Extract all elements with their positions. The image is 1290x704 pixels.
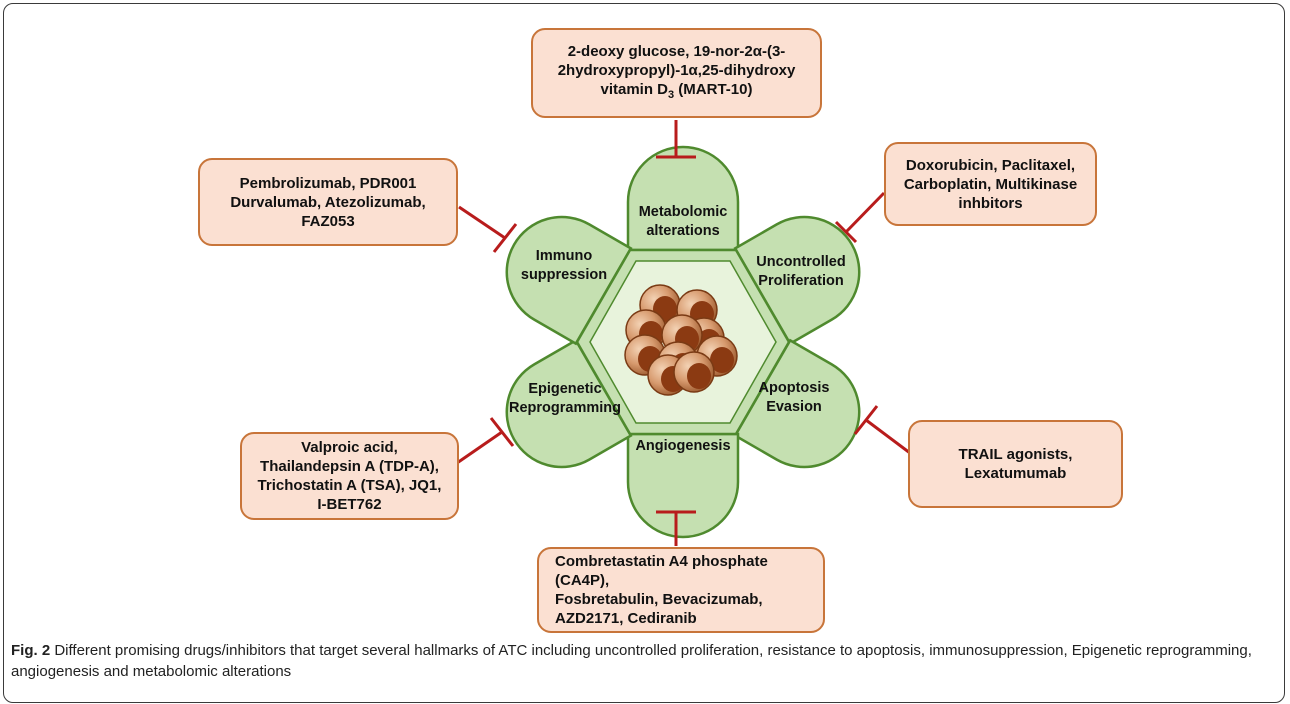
tumor-cell-cluster [624,284,738,396]
inhibitor-angiogenesis [656,510,696,546]
petal-immuno [505,215,633,346]
petal-apoptosis [733,338,861,469]
drug-line: Doxorubicin, Paclitaxel, [905,156,1076,174]
drug-line: Trichostatin A (TSA), JQ1, [257,477,442,494]
drug-line: Fosbretabulin, Bevacizumab, [555,591,763,608]
drug-line-text: vitamin D [600,80,669,98]
inhibitor-epigenetic [456,417,515,465]
inhibitor-metabolomic [656,120,696,159]
subscript: 3 [668,88,675,101]
drug-box-epigenetic: Valproic acid, Thailandepsin A (TDP-A), … [240,432,459,520]
drug-line: Thailandepsin A (TDP-A), [260,458,439,475]
drug-line: Valproic acid, [301,439,398,456]
drug-line: I-BET762 [317,496,382,513]
figure-frame [3,3,1285,703]
caption-text: Different promising drugs/inhibitors tha… [11,642,1252,680]
label-immuno-2: suppression [521,267,607,283]
drug-line: Lexatumumab [964,465,1067,482]
petal-metabolomic [626,145,740,252]
drug-line: AZD2171, Cediranib [555,610,697,627]
drug-line: FAZ053 [301,212,355,230]
drug-line: 2hydroxypropyl)-1α,25-dihydroxy [557,61,796,79]
drug-line-text: (MART-10) [674,80,753,98]
label-proliferation-1: Uncontrolled [756,254,845,270]
label-epigenetic-2: Reprogramming [509,400,621,416]
figure-caption: Fig. 2 Different promising drugs/inhibit… [11,640,1271,682]
drug-box-angiogenesis: Combretastatin A4 phosphate (CA4P), Fosb… [537,547,825,633]
petal-proliferation [733,215,861,346]
label-metabolomic-2: alterations [646,223,719,239]
label-epigenetic-1: Epigenetic [528,381,601,397]
label-metabolomic-1: Metabolomic [639,204,728,220]
drug-line: TRAIL agonists, [958,446,1073,463]
drug-line: inhbitors [958,194,1023,212]
petal-epigenetic [505,338,633,469]
drug-box-immuno: Pembrolizumab, PDR001 Durvalumab, Atezol… [198,158,458,246]
label-apoptosis-2: Evasion [766,399,822,415]
petal-angiogenesis [626,432,740,539]
drug-box-proliferation: Doxorubicin, Paclitaxel, Carboplatin, Mu… [884,142,1097,226]
inhibitor-apoptosis [853,405,911,455]
drug-line: Pembrolizumab, PDR001 [239,174,417,192]
drug-line: 2-deoxy glucose, 19-nor-2α-(3- [567,42,786,60]
inhibitor-proliferation [834,191,886,244]
label-apoptosis-1: Apoptosis [759,380,830,396]
inhibitor-immuno [458,205,518,253]
drug-box-metabolomic: 2-deoxy glucose, 19-nor-2α-(3- 2hydroxyp… [531,28,822,118]
caption-label: Fig. 2 [11,642,51,659]
drug-line: Carboplatin, Multikinase [903,175,1078,193]
drug-line: vitamin D3 (MART-10) [558,80,796,105]
label-angiogenesis: Angiogenesis [635,438,730,454]
drug-line: Durvalumab, Atezolizumab, [230,193,426,211]
drug-line: Combretastatin A4 phosphate (CA4P), [555,553,768,589]
drug-box-apoptosis: TRAIL agonists, Lexatumumab [908,420,1123,508]
label-immuno-1: Immuno [536,248,593,264]
label-proliferation-2: Proliferation [758,273,843,289]
